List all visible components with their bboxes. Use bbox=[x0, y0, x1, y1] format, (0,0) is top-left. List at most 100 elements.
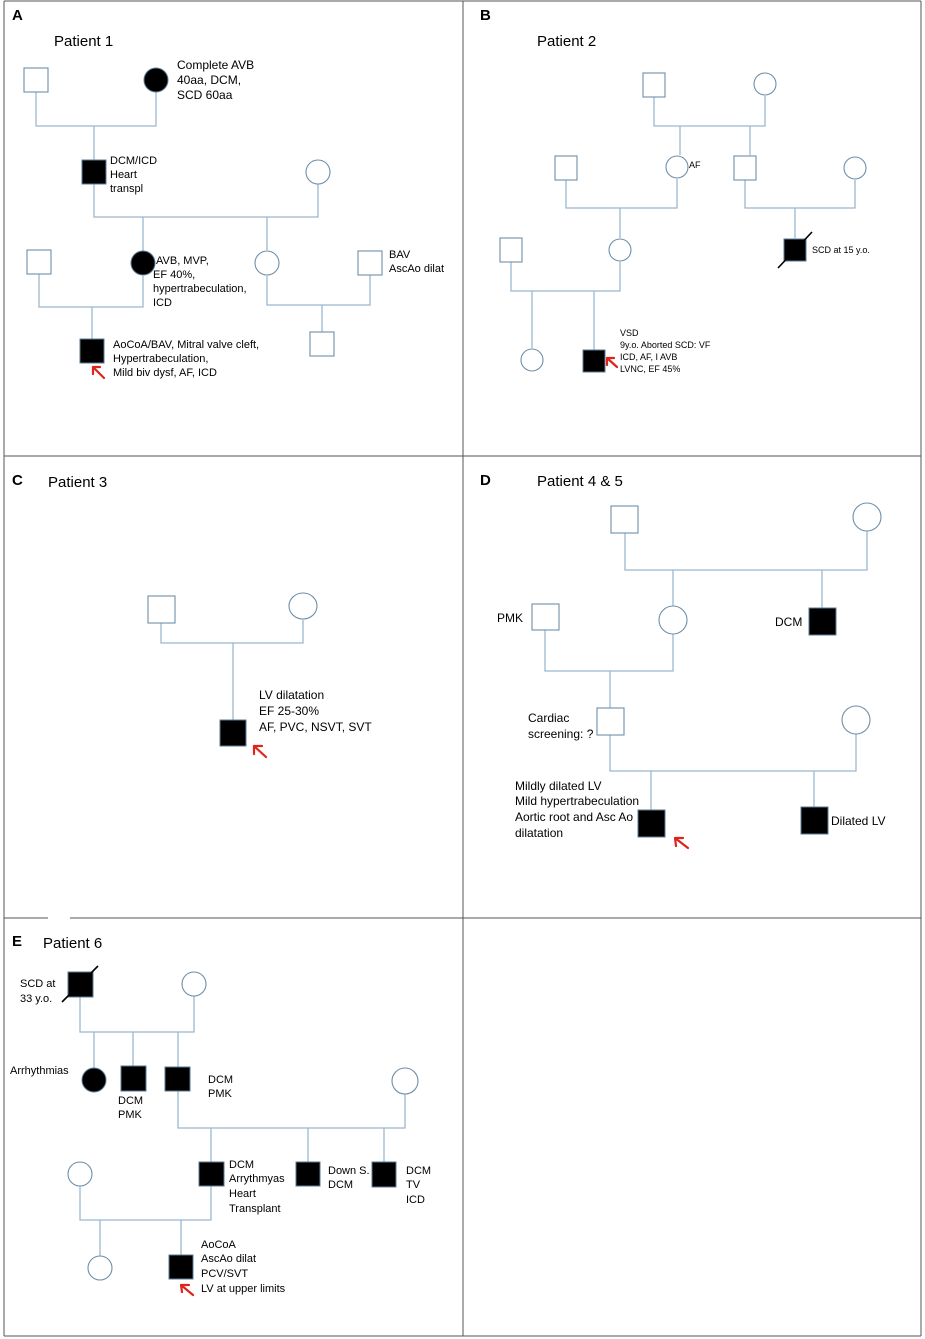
annotation: VSD 9y.o. Aborted SCD: VF ICD, AF, I AVB… bbox=[620, 328, 711, 374]
svg-text:VSD: VSD bbox=[620, 328, 639, 338]
male-affected-square-icon bbox=[81, 159, 107, 185]
panel-letter: D bbox=[480, 472, 491, 489]
annotation: DCM PMK bbox=[118, 1095, 143, 1121]
female-unaffected-circle-icon bbox=[753, 72, 777, 96]
annotation: AoCoA AscAo dilat PCV/SVT LV at upper li… bbox=[201, 1239, 286, 1295]
svg-text:screening: ?: screening: ? bbox=[528, 727, 594, 741]
female-unaffected-circle-icon bbox=[181, 971, 207, 997]
proband-arrow-icon bbox=[605, 356, 619, 369]
annotation: SCD at 33 y.o. bbox=[20, 978, 55, 1005]
male-affected-square-icon bbox=[295, 1161, 321, 1187]
svg-text:hypertrabeculation,: hypertrabeculation, bbox=[153, 283, 247, 295]
panel-title: Patient 2 bbox=[537, 33, 596, 50]
annotation: AVB, MVP, EF 40%, hypertrabeculation, IC… bbox=[153, 255, 247, 309]
female-unaffected-circle-icon bbox=[67, 1161, 93, 1187]
pedigree-lines bbox=[510, 96, 856, 350]
svg-text:TV: TV bbox=[406, 1179, 421, 1191]
panel-title: Patient 3 bbox=[48, 474, 107, 491]
svg-text:Complete AVB: Complete AVB bbox=[177, 58, 254, 72]
female-unaffected-circle-icon bbox=[254, 250, 280, 276]
svg-text:dilatation: dilatation bbox=[515, 826, 563, 840]
male-unaffected-square-icon bbox=[596, 707, 625, 736]
svg-text:9y.o. Aborted SCD: VF: 9y.o. Aborted SCD: VF bbox=[620, 340, 711, 350]
svg-text:transpl: transpl bbox=[110, 183, 143, 195]
annotation: Dilated LV bbox=[831, 814, 885, 828]
svg-text:AF, PVC, NSVT, SVT: AF, PVC, NSVT, SVT bbox=[259, 720, 372, 734]
svg-text:Heart: Heart bbox=[229, 1188, 256, 1200]
svg-text:Down S.: Down S. bbox=[328, 1165, 370, 1177]
svg-text:Mildly dilated LV: Mildly dilated LV bbox=[515, 779, 601, 793]
annotation: Mildly dilated LV Mild hypertrabeculatio… bbox=[515, 779, 639, 840]
female-unaffected-circle-icon bbox=[841, 705, 871, 735]
male-unaffected-square-icon bbox=[642, 72, 666, 98]
svg-text:AscAo dilat: AscAo dilat bbox=[201, 1253, 256, 1265]
panel-letter: C bbox=[12, 472, 23, 489]
pedigree-lines bbox=[35, 92, 371, 339]
panel-grid bbox=[3, 0, 922, 1337]
deceased-slash-icon bbox=[777, 231, 813, 269]
svg-text:DCM: DCM bbox=[118, 1095, 143, 1107]
male-affected-square-icon bbox=[637, 809, 666, 838]
female-affected-circle-icon bbox=[130, 250, 156, 276]
svg-text:DCM: DCM bbox=[406, 1165, 431, 1177]
annotation: DCM Arrythmyas Heart Transplant bbox=[229, 1159, 285, 1215]
female-unaffected-circle-icon bbox=[305, 159, 331, 185]
male-unaffected-square-icon bbox=[733, 155, 757, 181]
svg-text:40aa, DCM,: 40aa, DCM, bbox=[177, 73, 241, 87]
proband-arrow-icon bbox=[179, 1283, 195, 1297]
proband-arrow-icon bbox=[673, 836, 690, 850]
male-unaffected-square-icon bbox=[309, 331, 335, 357]
svg-text:Mild biv dysf, AF, ICD: Mild biv dysf, AF, ICD bbox=[113, 367, 217, 379]
annotation: Arrhythmias bbox=[10, 1065, 69, 1077]
male-unaffected-square-icon bbox=[26, 249, 52, 275]
svg-text:LVNC, EF 45%: LVNC, EF 45% bbox=[620, 364, 680, 374]
male-affected-square-icon bbox=[168, 1254, 194, 1280]
male-affected-square-icon bbox=[371, 1161, 397, 1188]
svg-text:ICD: ICD bbox=[406, 1194, 425, 1206]
svg-text:SCD 60aa: SCD 60aa bbox=[177, 88, 233, 102]
svg-text:Heart: Heart bbox=[110, 169, 137, 181]
female-unaffected-circle-icon bbox=[288, 592, 318, 620]
svg-text:DCM: DCM bbox=[229, 1159, 254, 1171]
svg-text:AoCoA/BAV, Mitral valve cleft,: AoCoA/BAV, Mitral valve cleft, bbox=[113, 339, 259, 351]
panel-title: Patient 1 bbox=[54, 33, 113, 50]
male-unaffected-square-icon bbox=[610, 505, 639, 534]
svg-text:EF 25-30%: EF 25-30% bbox=[259, 704, 319, 718]
annotation: DCM PMK bbox=[208, 1074, 233, 1100]
male-unaffected-square-icon bbox=[499, 237, 523, 263]
annotation: LV dilatation EF 25-30% AF, PVC, NSVT, S… bbox=[259, 688, 372, 734]
svg-text:Arrythmyas: Arrythmyas bbox=[229, 1173, 285, 1185]
annotation: AoCoA/BAV, Mitral valve cleft, Hypertrab… bbox=[113, 339, 259, 379]
male-affected-square-icon bbox=[582, 349, 606, 373]
annotation: AF bbox=[689, 160, 701, 170]
female-affected-circle-icon bbox=[143, 67, 169, 93]
svg-text:33 y.o.: 33 y.o. bbox=[20, 993, 52, 1005]
panel-e: E Patient 6 SCD at 33 y.o. Arrhythmias D… bbox=[10, 933, 431, 1297]
svg-text:EF 40%,: EF 40%, bbox=[153, 269, 195, 281]
panel-letter: E bbox=[12, 933, 22, 950]
annotation: Complete AVB 40aa, DCM, SCD 60aa bbox=[177, 58, 254, 102]
svg-text:DCM/ICD: DCM/ICD bbox=[110, 155, 157, 167]
female-unaffected-circle-icon bbox=[843, 156, 867, 180]
male-affected-square-icon bbox=[198, 1161, 225, 1187]
svg-text:Aortic root and Asc Ao: Aortic root and Asc Ao bbox=[515, 810, 633, 824]
panel-title: Patient 4 & 5 bbox=[537, 473, 623, 490]
svg-text:PMK: PMK bbox=[208, 1088, 233, 1100]
female-unaffected-circle-icon bbox=[852, 502, 882, 532]
proband-arrow-icon bbox=[252, 744, 268, 759]
male-affected-square-icon bbox=[164, 1066, 191, 1092]
svg-text:DCM: DCM bbox=[208, 1074, 233, 1086]
deceased-slash-icon bbox=[61, 965, 99, 1003]
female-unaffected-circle-icon bbox=[520, 348, 544, 372]
female-unaffected-circle-icon bbox=[391, 1067, 419, 1095]
female-unaffected-circle-icon bbox=[87, 1255, 113, 1281]
svg-text:AoCoA: AoCoA bbox=[201, 1239, 237, 1251]
panel-a: A Patient 1 Complete AVB 40aa, DCM, SCD … bbox=[12, 7, 444, 380]
svg-text:LV dilatation: LV dilatation bbox=[259, 688, 324, 702]
panel-b: B Patient 2 AF SCD at 15 y.o. V bbox=[480, 7, 870, 374]
pedigree-lines bbox=[79, 996, 406, 1256]
male-affected-square-icon bbox=[800, 806, 829, 835]
proband-arrow-icon bbox=[91, 365, 106, 380]
female-unaffected-circle-icon bbox=[658, 605, 688, 635]
male-unaffected-square-icon bbox=[147, 595, 176, 624]
